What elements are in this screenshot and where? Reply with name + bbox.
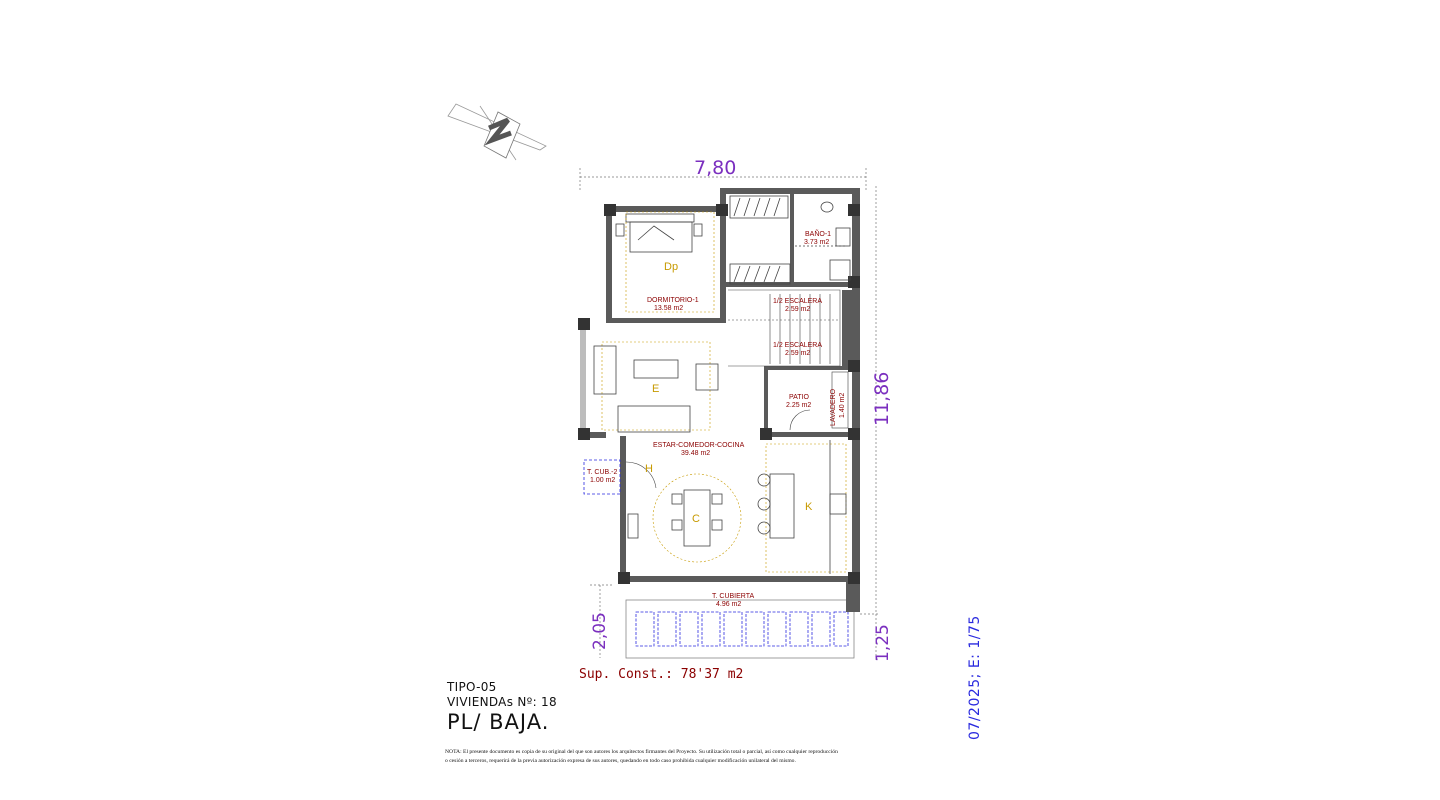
dimension-height: 11,86	[871, 186, 893, 660]
escalera-2-area: 2.59 m2	[785, 350, 810, 357]
door-swing	[625, 461, 657, 489]
bano-area: 3.73 m2	[804, 239, 829, 246]
tcubierta-name: T. CUBIERTA	[712, 593, 754, 600]
tcub2-name: T. CUB.-2	[587, 469, 617, 476]
dormitorio-name: DORMITORIO-1	[647, 297, 699, 304]
stairs	[728, 289, 841, 367]
north-arrow-icon	[447, 103, 547, 161]
planta-label: PL/ BAJA.	[447, 710, 550, 734]
dimension-height-label: 11,86	[871, 372, 893, 426]
dimension-front: 2,05	[590, 584, 612, 658]
tcub2-area: 1.00 m2	[590, 477, 615, 484]
patio-name: PATIO	[789, 394, 810, 401]
viviendas-label: VIVIENDAs Nº: 18	[447, 695, 557, 709]
date-scale: 07/2025; E: 1/75	[967, 615, 983, 740]
dormitorio-area: 13.58 m2	[654, 305, 683, 312]
escalera-2-name: 1/2 ESCALERA	[773, 342, 822, 349]
patio-area: 2.25 m2	[786, 402, 811, 409]
zone-dp: Dp	[664, 261, 678, 273]
legal-note: NOTA: El presente documento es copia de …	[445, 749, 838, 764]
zone-e: E	[652, 383, 659, 395]
bed-icon	[615, 213, 703, 253]
bathroom-fixtures-icon	[795, 201, 851, 281]
estar-area: 39.48 m2	[681, 450, 710, 457]
superficie-construida: Sup. Const.: 78'37 m2	[579, 667, 743, 682]
escalera-1-name: 1/2 ESCALERA	[773, 298, 822, 305]
bedroom-zone	[625, 211, 715, 313]
laundry-icon	[789, 371, 849, 431]
dining-table-icon	[627, 473, 742, 563]
walls	[580, 188, 860, 612]
dimension-width-label: 7,80	[694, 157, 736, 179]
dimension-side: 1,25	[860, 613, 893, 662]
zone-c: C	[692, 513, 700, 525]
zone-h: H	[645, 463, 653, 475]
terrace-cubierta	[625, 599, 855, 659]
dimension-side-label: 1,25	[873, 624, 893, 662]
title-block: TIPO-05 VIVIENDAs Nº: 18 PL/ BAJA.	[447, 680, 557, 734]
bano-name: BAÑO-1	[805, 229, 831, 238]
terrace-cub2	[583, 459, 621, 495]
lavadero-name: LAVADERO	[830, 388, 837, 426]
columns	[578, 204, 860, 584]
wardrobes	[729, 195, 791, 285]
dimension-width: 7,80	[579, 157, 867, 190]
lavadero-area: 1.40 m2	[839, 393, 846, 418]
escalera-1-area: 2.59 m2	[785, 306, 810, 313]
dimension-front-label: 2,05	[590, 612, 610, 650]
estar-name: ESTAR-COMEDOR-COCINA	[653, 442, 745, 449]
living-furniture-icon	[593, 341, 719, 433]
zone-k: K	[805, 501, 813, 513]
tcubierta-area: 4.96 m2	[716, 601, 741, 608]
tipo-label: TIPO-05	[447, 680, 497, 694]
kitchen-icon	[757, 440, 847, 574]
